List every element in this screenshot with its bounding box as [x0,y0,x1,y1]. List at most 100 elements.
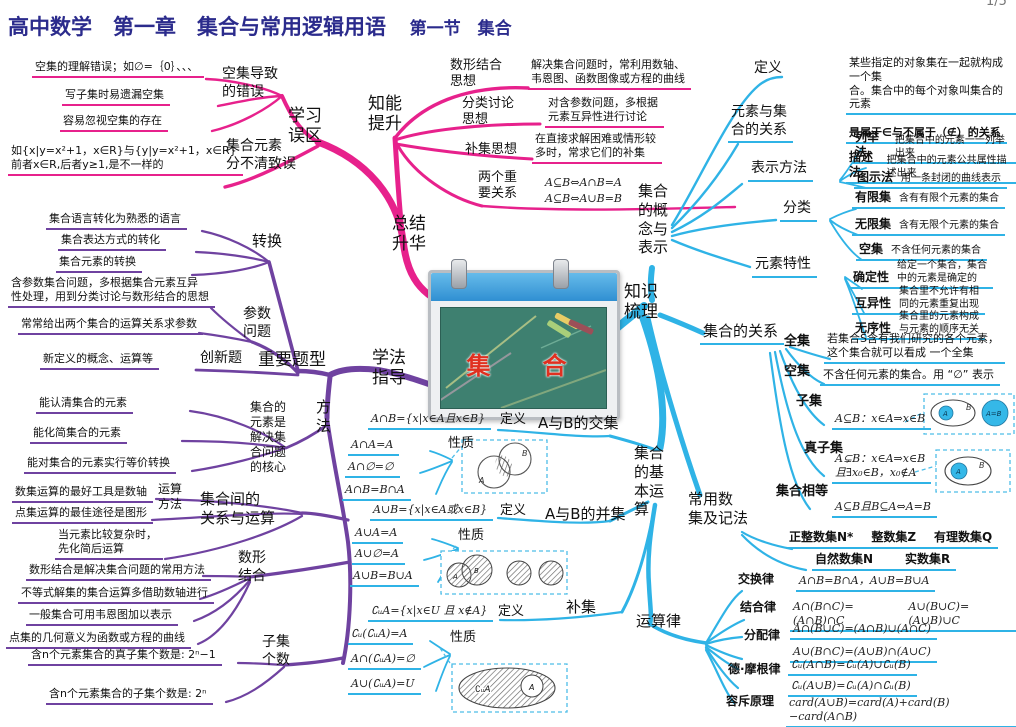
de-morgan-formula-2: ∁ᵤ(A∪B)=∁ᵤ(A)∩∁ᵤ(B) [788,679,917,697]
mistake-empty-item-1: 空集的理解错误；如∅=｛0｝、、、 [32,60,205,78]
node-shape-number: 数形 结合 [238,550,266,584]
node-classification: 分类 [780,200,817,222]
node-complement: 补集 [566,598,597,616]
repr-item-desc: 把集合中的元素一一列举出来 [894,135,1005,159]
intersection-prop-2: A∩∅=∅ [345,460,400,478]
repr-item-diagram: 图示法 用一条封闭的曲线表示 [854,170,1008,189]
number-sets-row-2: 自然数集N 实数集R [812,552,957,571]
intersection-formula: A∩B={x|x∈A且x∈B} [368,412,492,430]
prop-item-distinctness: 互异性 集合里不允许有相 同的元素重复出现 [852,286,986,315]
classification-thought-desc: 对含参数问题，多根据 元素互异性进行讨论 [545,96,664,128]
associative-formula-1: A∩(B∩C)=(A∩B)∩C [793,600,854,627]
shape-item-1: 数形结合是解决集合问题的常用方法 [26,563,211,581]
complement-def-label: 定义 [498,604,525,619]
transform-item-3: 集合元素的转换 [56,255,142,273]
transform-item-2: 集合表达方式的转化 [58,233,166,251]
node-membership: 元素与集 合的关系 [728,104,793,143]
prop-item-name: 互异性 [855,296,892,310]
numset-reals: 实数集R [905,552,951,566]
core-item-1: 能认清集合的元素 [36,396,133,414]
classify-item-name: 无限集 [855,217,892,231]
subset-count-item-1: 含n个元素集合的真子集个数是: 2ⁿ−1 [28,648,222,666]
subset-venn-label-b: B [966,403,972,412]
prop-item-desc: 给定一个集合，集合 中的元素是确定的 [897,260,988,284]
node-intersection: A与B的交集 [538,414,619,432]
node-union: A与B的并集 [545,505,626,523]
numset-integers: 整数集Z [871,530,917,544]
node-shape-number-thought: 数形结合 思想 [450,58,503,90]
complement-formula: ∁ᵤA={x|x∈U 且 x∉A} [368,604,494,622]
subset-venn: A B A=B [923,393,1015,435]
node-innovation: 创新题 [200,350,242,366]
union-prop-2: A∪∅=A [352,547,405,565]
complement-prop-2: A∩(∁ᵤA)=∅ [348,652,421,670]
union-venn: A B [440,550,568,595]
comp-venn-label-cua: ∁ᵤA [475,685,491,695]
node-knowledge-review: 知识 梳理 [624,282,658,323]
classify-item-empty: 空集 不含任何元素的集合 [856,242,988,261]
numset-rationals: 有理数集Q [934,530,993,544]
parameter-item-1: 含参数集合问题，多根据集合元素互异 性处理，用到分类讨论与数形结合的思想 [8,276,215,308]
transform-item-1: 集合语言转化为熟悉的语言 [46,212,187,230]
node-classification-thought: 分类讨论 思想 [462,96,515,128]
classify-item-name: 有限集 [855,190,892,204]
node-ability-improvement: 知能 提升 [368,94,402,135]
intersection-prop-3: A∩B=B∩A [342,483,411,501]
core-item-3: 能对集合的元素实行等价转换 [24,456,176,474]
numset-naturals: 自然数集N [815,552,874,566]
node-parameter-problems: 参数 问题 [243,306,271,340]
node-concept-representation: 集合 的概 念与 表示 [638,182,669,257]
union-prop-label: 性质 [458,528,485,543]
distributive-formula-2: A∪(B∩C)=(A∪B)∩(A∪C) [790,645,937,663]
associative-formulas: A∩(B∩C)=(A∩B)∩C A∪(B∪C)=(A∪B)∪C [790,600,1016,632]
op-method-item-2: 点集运算的最佳途径是图形 [12,506,153,524]
op-method-item-1: 数集运算的最好工具是数轴 [12,485,153,503]
union-prop-3: A∪B=B∪A [350,569,419,587]
pink-branch-lines [204,77,737,309]
classify-item-desc: 不含任何元素的集合 [891,244,982,256]
union-def-label: 定义 [500,503,527,518]
proper-subset-venn-label-b: B [979,461,985,470]
number-sets-row-1: 正整数集N* 整数集Z 有理数集Q [786,530,999,549]
node-element-confusion: 集合元素 分不清致误 [226,138,296,172]
simplify-note: 当元素比较复杂时， 先化简后运算 [55,528,163,560]
shape-item-3: 一般集合可用韦恩图加以表示 [26,608,178,626]
node-operation-laws: 运算律 [636,612,682,630]
union-formula: A∪B={x|x∈A或x∈B} [370,503,494,521]
node-de-morgan-law: 德·摩根律 [728,662,781,676]
node-element-properties: 元素特性 [752,256,817,278]
page-indicator: 1/5 [986,0,1007,9]
node-transform: 转换 [252,232,283,250]
classify-item-infinite: 无限集 含有无限个元素的集合 [852,217,1006,236]
union-prop-1: A∪A=A [352,526,404,544]
de-morgan-formula-1: ∁ᵤ(A∩B)=∁ᵤ(A)∪∁ᵤ(B) [788,658,917,676]
node-empty-set-errors: 空集导致 的错误 [222,66,278,100]
venn-connectors [439,411,937,667]
innovation-desc: 新定义的概念、运算等 [40,352,159,370]
membership-desc: 是属于∈与不属于（∉）的关系 [846,126,1007,144]
node-important-types: 重要题型 [258,350,326,370]
associative-formula-2: A∪(B∪C)=(A∪B)∪C [908,600,970,627]
classify-item-desc: 含有有限个元素的集合 [899,192,1000,204]
repr-item-desc: 把集合中的元素公共属性描述出来 [886,155,1007,179]
node-basic-operations: 集合 的基 本运 算 [634,444,665,519]
complement-prop-label: 性质 [450,630,477,645]
prop-item-desc: 集合里不允许有相 同的元素重复出现 [899,286,980,310]
chalkboard-image: 集 合 [440,307,607,409]
prop-item-desc: 集合里的元素构成 与元素的顺序无关 [899,311,980,335]
inter-venn-label-a: A [478,476,484,485]
shape-item-4: 点集的几何意义为函数或方程的曲线 [6,631,191,649]
classify-item-finite: 有限集 含有有限个元素的集合 [852,190,1006,209]
prop-item-determinacy: 确定性 给定一个集合，集合 中的元素是确定的 [850,260,994,289]
node-study-guidance: 学法 指导 [372,348,406,389]
core-item-2: 能化简集合的元素 [30,426,127,444]
shape-number-thought-desc: 解决集合问题时，常利用数轴、 韦恩图、函数图像或方程的曲线 [528,58,691,90]
proper-subset-venn: A B [935,449,1011,493]
node-proper-subset: 真子集 [804,441,844,456]
repr-item-name: 列举法 [855,130,880,159]
distributive-formula-1: A∩(B∪C)=(A∩B)∪(A∩C) [790,622,937,640]
repr-item-description: 描述法 把集合中的元素公共属性描述出来 [846,150,1016,184]
node-associative-law: 结合律 [740,600,777,614]
